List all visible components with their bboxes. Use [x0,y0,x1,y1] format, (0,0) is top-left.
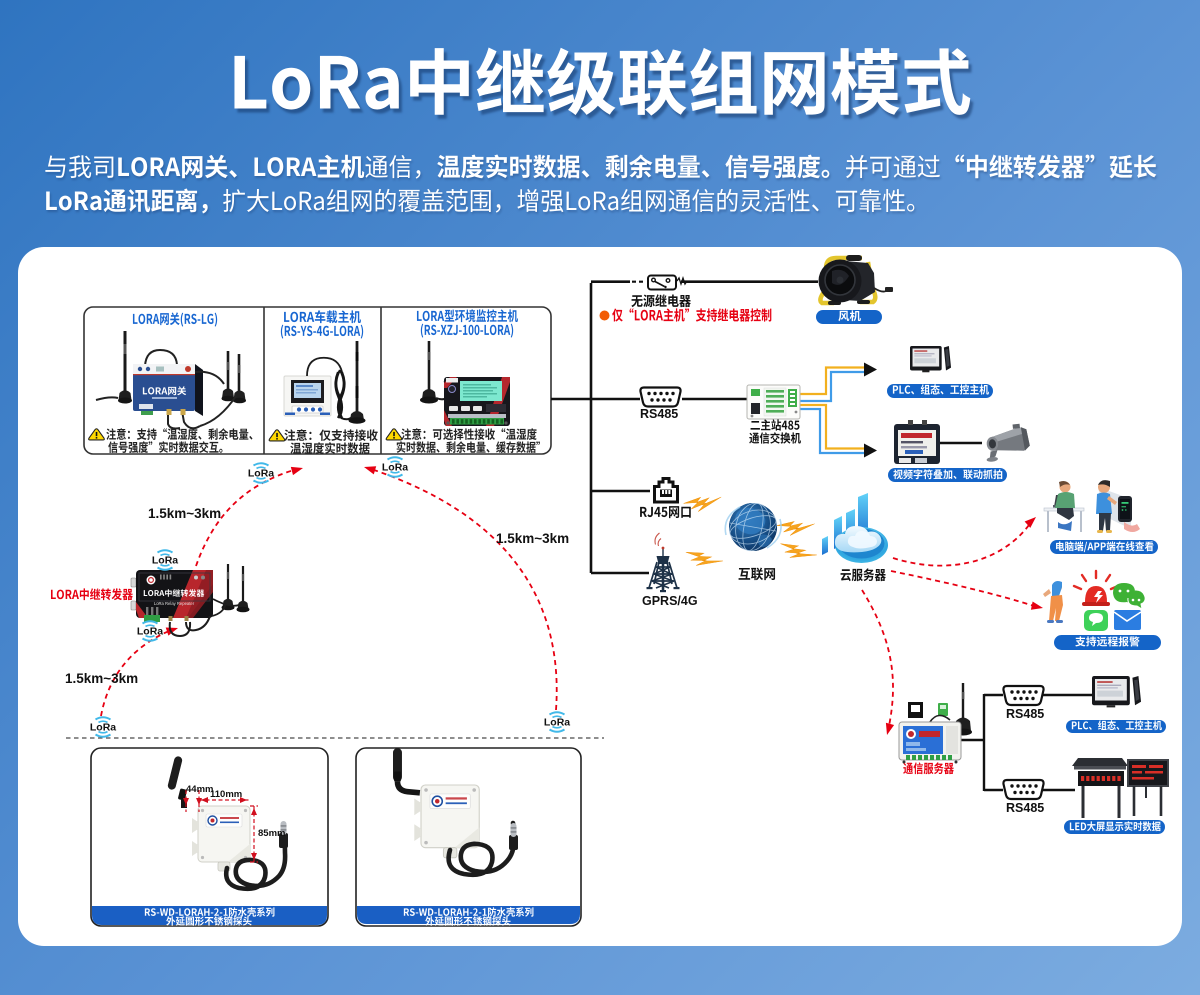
svg-text:LoRa: LoRa [382,462,408,474]
svg-text:LoRa: LoRa [248,468,274,480]
svg-text:LoRa Relay Repeater: LoRa Relay Repeater [154,601,195,606]
svg-text:LoRa: LoRa [90,722,116,734]
svg-text:LoRa: LoRa [137,626,163,638]
svg-text:LoRa: LoRa [544,717,570,729]
svg-text:LoRa: LoRa [152,555,178,567]
